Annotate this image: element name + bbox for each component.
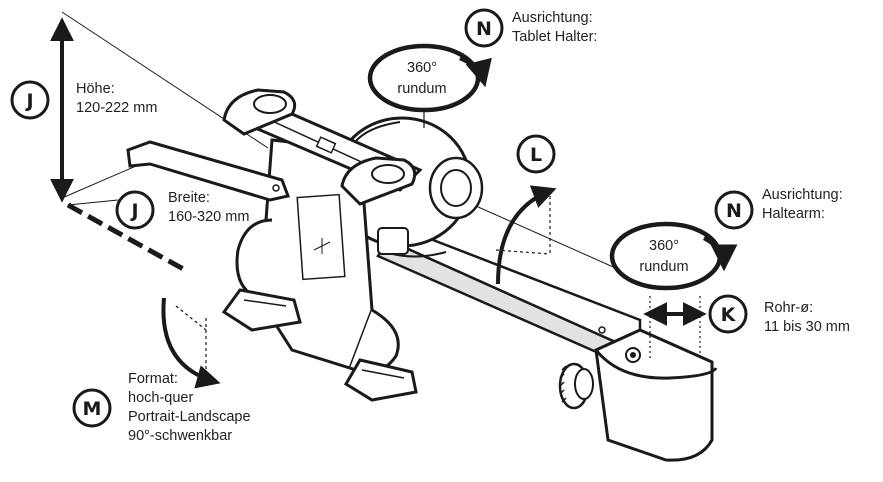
format-title: Format: <box>128 371 178 387</box>
format-line2: Portrait-Landscape <box>128 409 251 425</box>
bottom-right-pad <box>343 358 418 402</box>
tablet-orientation-title: Ausrichtung: <box>512 10 593 26</box>
arm-rotation-degrees: 360° <box>649 238 679 254</box>
tube-clamp <box>594 328 718 462</box>
m-format-indicator <box>161 297 221 389</box>
arm-rotation-indicator: 360° rundum <box>609 221 738 291</box>
height-title: Höhe: <box>76 81 115 97</box>
svg-text:L: L <box>530 144 542 166</box>
format-line3: 90°-schwenkbar <box>128 428 233 444</box>
tube-value: 11 bis 30 mm <box>764 319 850 335</box>
format-label: Format: hoch-quer Portrait-Landscape 90°… <box>128 370 251 446</box>
arm-bar <box>376 226 642 360</box>
svg-text:J: J <box>129 200 138 222</box>
format-line1: hoch-quer <box>128 390 194 406</box>
svg-text:J: J <box>24 90 33 112</box>
badge-n-tablet: N <box>464 8 504 48</box>
width-label: Breite: 160-320 mm <box>168 189 249 227</box>
height-label: Höhe: 120-222 mm <box>76 80 157 118</box>
svg-text:M: M <box>83 398 102 420</box>
svg-text:N: N <box>726 200 742 222</box>
tablet-orientation-sub: Tablet Halter: <box>512 29 598 45</box>
tablet-orientation-label: Ausrichtung: Tablet Halter: <box>512 9 597 47</box>
width-value: 160-320 mm <box>168 209 250 225</box>
bottom-left-pad <box>221 288 302 332</box>
width-title: Breite: <box>168 190 210 206</box>
arm-rotation-word: rundum <box>639 259 688 275</box>
tablet-rotation-word: rundum <box>397 81 446 97</box>
svg-text:N: N <box>476 18 492 40</box>
arm-orientation-sub: Haltearm: <box>762 206 825 222</box>
tablet-rotation-indicator: 360° rundum <box>367 43 492 128</box>
svg-text:K: K <box>721 304 737 326</box>
top-right-pad <box>340 156 417 206</box>
badge-j-width: J <box>115 190 155 230</box>
tube-diameter-label: Rohr-ø: 11 bis 30 mm <box>764 299 850 337</box>
height-value: 120-222 mm <box>76 100 158 116</box>
l-tilt-indicator <box>495 185 557 285</box>
tube-title: Rohr-ø: <box>764 300 814 316</box>
width-dimension <box>66 199 187 273</box>
badge-j-height: J <box>10 80 50 120</box>
tablet-rotation-degrees: 360° <box>407 60 437 76</box>
badge-l: L <box>516 134 556 174</box>
badge-n-arm: N <box>714 190 754 230</box>
top-left-pad <box>222 88 297 136</box>
badge-m: M <box>72 388 112 428</box>
arm-orientation-label: Ausrichtung: Haltearm: <box>762 186 843 224</box>
screw-knob <box>558 362 594 410</box>
badge-k: K <box>708 294 748 334</box>
left-grip-arm <box>126 140 291 202</box>
arm-orientation-title: Ausrichtung: <box>762 187 843 203</box>
